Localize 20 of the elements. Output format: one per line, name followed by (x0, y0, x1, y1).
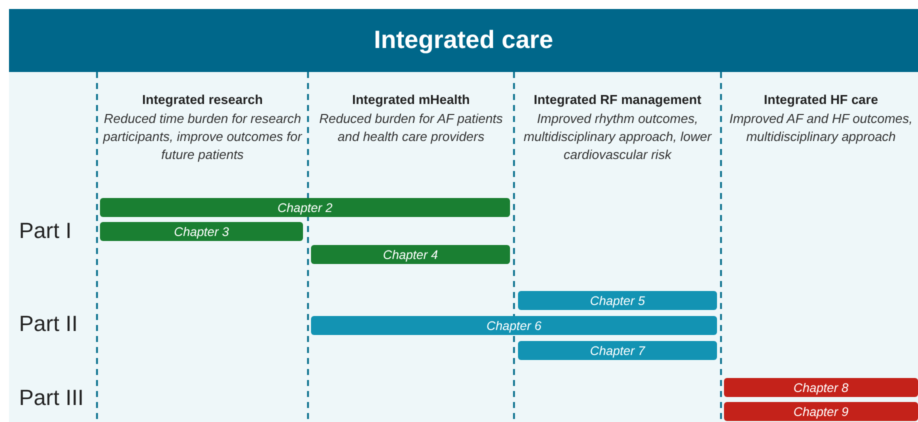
column-heading: Integrated RF management (532, 92, 702, 107)
title-banner: Integrated care (9, 9, 918, 72)
chapter-bar: Chapter 8 (724, 378, 918, 397)
column-description: Reduced time burden for research participants, improve outcomes for future patients (102, 110, 304, 164)
chapter-bar: Chapter 3 (100, 222, 303, 241)
column-heading: Integrated research (141, 92, 264, 107)
chapter-bar: Chapter 2 (100, 198, 510, 217)
part-label: Part III (19, 385, 84, 411)
column-description: Improved rhythm outcomes, multidisciplinary approach, lower cardiovascular risk (522, 110, 713, 164)
column-heading: Integrated mHealth (351, 92, 471, 107)
column-description: Improved AF and HF outcomes, multidisciplinary approach (728, 110, 914, 146)
column-heading: Integrated HF care (762, 92, 880, 107)
part-label: Part I (19, 218, 72, 244)
chapter-bar: Chapter 4 (311, 245, 510, 264)
chapter-bar: Chapter 9 (724, 402, 918, 421)
chapter-bar: Chapter 5 (518, 291, 717, 310)
chapter-bar: Chapter 6 (311, 316, 717, 335)
part-label: Part II (19, 311, 78, 337)
column-description: Reduced burden for AF patients and health care providers (318, 110, 504, 146)
chapter-bar: Chapter 7 (518, 341, 717, 360)
